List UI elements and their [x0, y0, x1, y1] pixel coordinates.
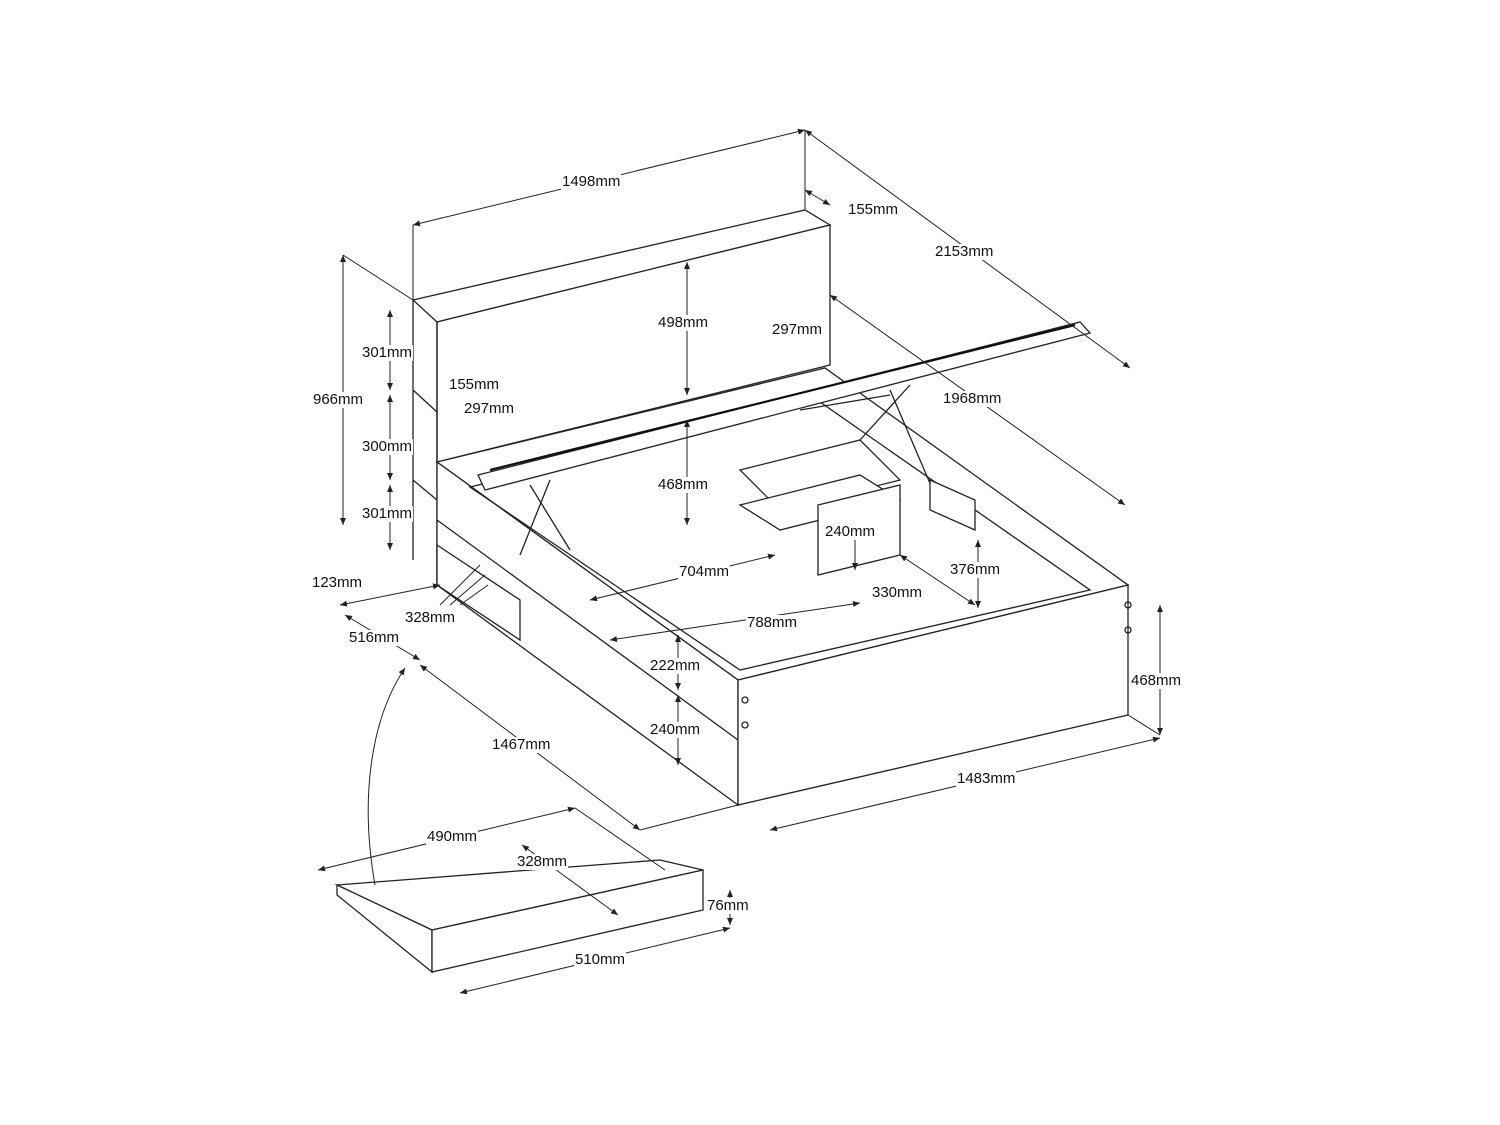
dim-headboard-shelf-depth: 297mm	[771, 321, 824, 338]
dim-drawer-opening-width: 328mm	[404, 609, 457, 626]
dim-headboard-panel-height: 498mm	[657, 314, 710, 331]
dim-front-width: 1483mm	[956, 770, 1017, 787]
dim-side-shelf-top: 301mm	[361, 344, 414, 361]
dim-inner-depth-right: 376mm	[949, 561, 1002, 578]
dim-drawer-front-width: 510mm	[574, 951, 627, 968]
dim-inner-width: 704mm	[678, 563, 731, 580]
dim-drawer-inner-width: 328mm	[516, 853, 569, 870]
dim-inner-length: 788mm	[746, 614, 799, 631]
dim-side-shelf-depth: 155mm	[448, 376, 501, 393]
dim-side-shelf-width: 297mm	[463, 400, 516, 417]
dim-drawer-height: 76mm	[706, 897, 750, 914]
dim-drawer-section-depth: 516mm	[348, 629, 401, 646]
dim-total-length: 2153mm	[934, 243, 995, 260]
dim-lower-panel-height: 240mm	[649, 721, 702, 738]
dim-headboard-depth: 155mm	[847, 201, 900, 218]
dim-frame-length: 1968mm	[942, 390, 1003, 407]
dim-side-shelf-middle: 300mm	[361, 438, 414, 455]
dim-plinth-height: 123mm	[311, 574, 364, 591]
dim-upper-panel-height: 222mm	[649, 657, 702, 674]
dim-storage-height: 468mm	[657, 476, 710, 493]
dim-headboard-width: 1498mm	[561, 173, 622, 190]
dim-bed-height: 468mm	[1130, 672, 1183, 689]
dim-drawer-length: 490mm	[426, 828, 479, 845]
dim-side-shelf-bottom: 301mm	[361, 505, 414, 522]
headboard	[411, 209, 832, 585]
dim-inner-box-width: 330mm	[871, 584, 924, 601]
dim-total-height: 966mm	[312, 391, 365, 408]
dim-side-length: 1467mm	[491, 736, 552, 753]
dim-inner-box-height: 240mm	[824, 523, 877, 540]
